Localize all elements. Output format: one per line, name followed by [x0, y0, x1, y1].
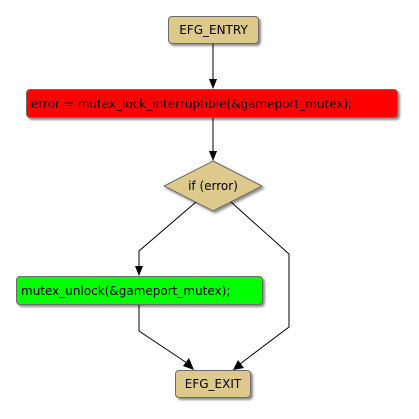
arrowhead: [135, 266, 143, 276]
arrowhead: [209, 151, 217, 161]
condition-label: if (error): [188, 179, 238, 193]
entry-node: EFG_ENTRY: [168, 16, 259, 44]
mutex-unlock-node: mutex_unlock(&gameport_mutex);: [16, 276, 263, 305]
mutex-lock-node: error = mutex_lock_interruptible(&gamepo…: [26, 89, 398, 118]
edge-condition-to-unlock: [135, 201, 197, 276]
arrowhead: [233, 360, 244, 370]
exit-node: EFG_EXIT: [175, 370, 251, 398]
condition-diamond: [162, 160, 264, 212]
arrowhead: [209, 79, 217, 89]
edge-unlock-to-exit: [138, 305, 194, 370]
edge-entry-to-lock: [209, 44, 217, 89]
edge-lock-to-condition: [209, 118, 217, 161]
arrowhead: [183, 358, 194, 370]
edge-condition-to-exit: [230, 201, 290, 370]
